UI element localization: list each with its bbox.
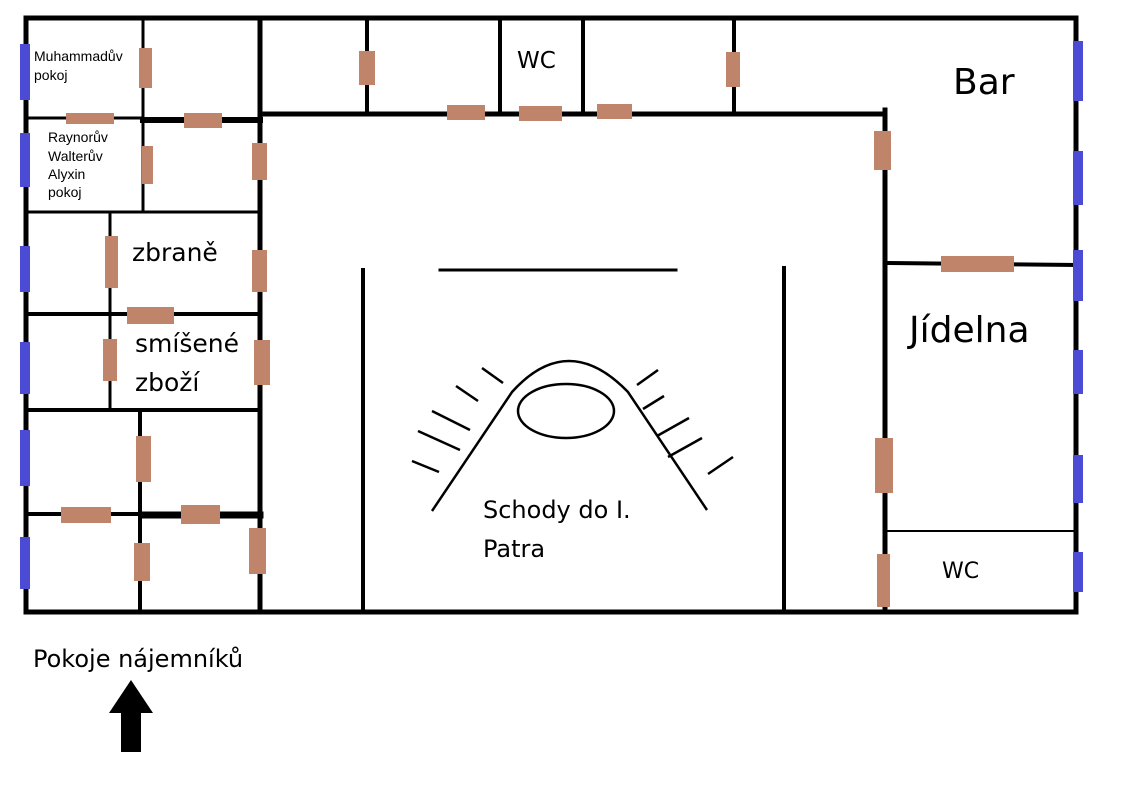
stair-step [431,409,471,432]
door[interactable] [105,236,118,288]
door[interactable] [136,436,151,482]
window [20,44,30,100]
room-labels: Muhammadův pokoj Raynorův Walterův Alyxi… [33,48,1030,673]
caption-tenant-rooms: Pokoje nájemníků [33,645,243,673]
room-label-muhammad-line: pokoj [34,67,67,83]
door[interactable] [252,250,267,292]
stair-step [707,455,734,476]
window [1073,151,1083,205]
door[interactable] [139,48,152,88]
room-label-weapons: zbraně [132,238,218,267]
stairs-drawing [411,359,734,512]
window [20,246,30,292]
room-label-wc-bottom: WC [942,559,979,584]
door[interactable] [184,113,222,128]
door[interactable] [252,143,267,180]
stair-step [417,429,461,452]
stairs-label-line: Schody do I. [483,496,631,524]
door[interactable] [359,51,375,85]
window [1073,250,1083,301]
window [20,537,30,589]
window [20,133,30,187]
door[interactable] [941,256,1014,272]
room-label-raynor-line: Raynorův [48,129,108,145]
window [20,430,30,486]
door[interactable] [61,507,111,523]
up-arrow-icon [109,680,153,752]
stair-step [636,368,659,387]
door[interactable] [597,104,632,119]
windows [20,41,1083,592]
room-label-wc-top: WC [517,48,556,74]
stair-step [481,366,504,385]
stair-step [656,416,690,438]
room-label-bar: Bar [953,62,1015,103]
room-label-goods-line: zboží [135,368,200,397]
door[interactable] [447,105,485,120]
door[interactable] [134,543,150,581]
window [1073,41,1083,101]
room-label-muhammad-line: Muhammadův [34,48,123,64]
door[interactable] [877,554,890,607]
door[interactable] [875,438,893,493]
stair-step [667,436,703,459]
window [1073,350,1083,394]
stairs-arch [430,359,709,512]
door[interactable] [127,307,174,324]
window [1073,552,1083,592]
door[interactable] [142,146,153,184]
stairs-label-line: Patra [483,535,545,563]
window [20,342,30,394]
room-label-raynor-line: pokoj [48,184,81,200]
door[interactable] [249,528,266,574]
stair-step [455,384,479,403]
room-label-raynor-line: Alyxin [48,166,85,182]
door[interactable] [66,113,114,124]
door[interactable] [726,52,740,87]
stair-step [411,459,440,474]
stair-step [642,394,665,411]
stairs-landing [516,382,616,440]
door[interactable] [874,131,891,170]
door[interactable] [103,339,117,381]
room-label-dining: Jídelna [907,310,1030,351]
room-label-goods-line: smíšené [135,329,239,358]
doors [61,48,1014,607]
door[interactable] [519,106,562,121]
window [1073,455,1083,503]
door[interactable] [254,340,270,385]
door[interactable] [181,505,220,524]
room-label-raynor-line: Walterův [48,148,103,164]
